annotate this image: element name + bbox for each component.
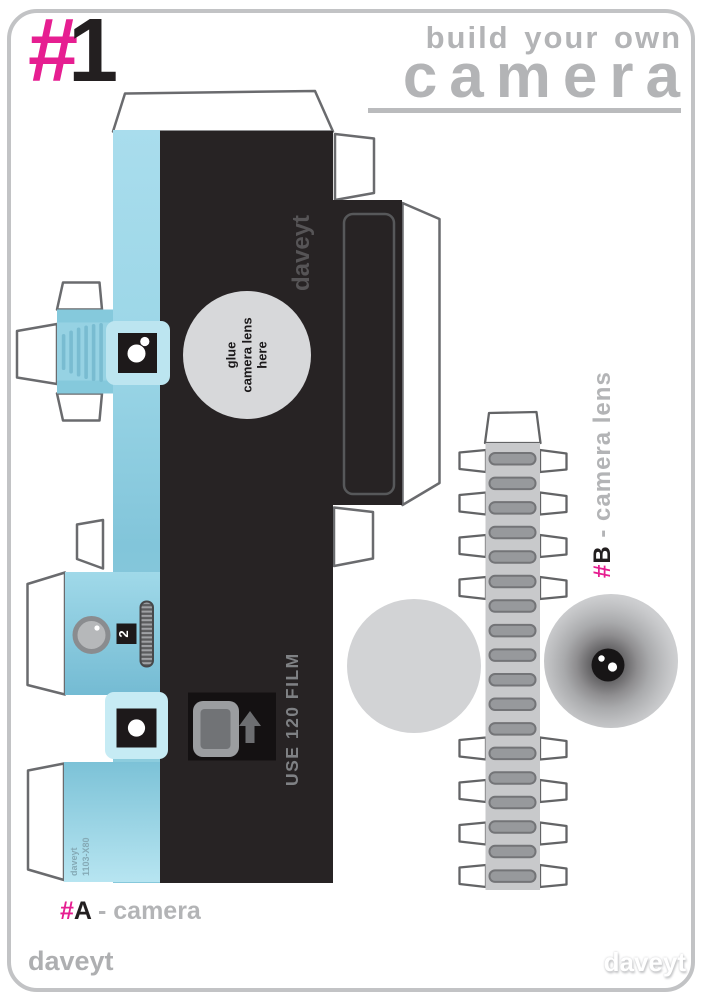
part-b-hash: # [589, 563, 616, 578]
glue-note: glue camera lens here [223, 317, 270, 393]
winder-ridge-bar [139, 600, 154, 668]
part-a-label: #A - camera [60, 899, 201, 924]
camera-body [15, 89, 441, 883]
page-border [7, 9, 695, 992]
sheet-number-hash: # [28, 1, 79, 101]
lens-highlight-large [607, 662, 618, 672]
serial-text: daveyt 1103-X80 [69, 837, 91, 876]
film-note: USE 120 FILM [282, 652, 302, 786]
frame-counter-value: 2 [115, 629, 131, 638]
advance-knob [72, 616, 111, 654]
part-b-label: #B - camera lens [589, 371, 616, 578]
bellows-rungs [488, 452, 537, 883]
title-underline [368, 108, 681, 113]
viewfinder-flap [57, 309, 113, 394]
door-right-flap [401, 201, 441, 507]
bellows-side-tabs [458, 448, 568, 889]
part-a-hash: # [60, 897, 74, 925]
back-door-outline [342, 212, 396, 496]
page-title-line2: camera [402, 42, 692, 111]
film-roll-circle [347, 599, 481, 733]
lens-circle [544, 594, 678, 728]
film-spool-panel [188, 692, 276, 761]
part-a-rest: - camera [91, 897, 201, 925]
body-brand-vertical: daveyt [288, 214, 315, 291]
flap-ridges [61, 323, 103, 382]
frame-counter-window [116, 623, 137, 644]
blue-panel-b [64, 762, 160, 882]
viewfinder-window-bottom [105, 692, 168, 759]
sheet-number: #1 [28, 6, 118, 96]
viewfinder-window-top [106, 321, 170, 385]
viewfinder-flap-tabs [15, 281, 104, 422]
side-tab-small [75, 518, 105, 570]
lens-highlight-small [598, 655, 605, 662]
arrow-up-icon [239, 711, 261, 743]
door-top-tab [333, 132, 376, 202]
bellows-strip [485, 443, 540, 890]
glue-target-circle [183, 291, 311, 419]
footer-brand-left: daveyt [28, 946, 114, 976]
bellows-top-tab [483, 410, 542, 445]
bellows [458, 410, 568, 890]
part-b-letter: B [589, 545, 616, 564]
door-bottom-tab [332, 506, 375, 568]
footer-brand-right: daveyt [603, 947, 686, 977]
page-title-line1: build your own [425, 20, 682, 55]
part-b-rest: - camera lens [589, 371, 616, 546]
part-a-letter: A [73, 897, 92, 925]
sheet-number-value: 1 [68, 1, 119, 101]
